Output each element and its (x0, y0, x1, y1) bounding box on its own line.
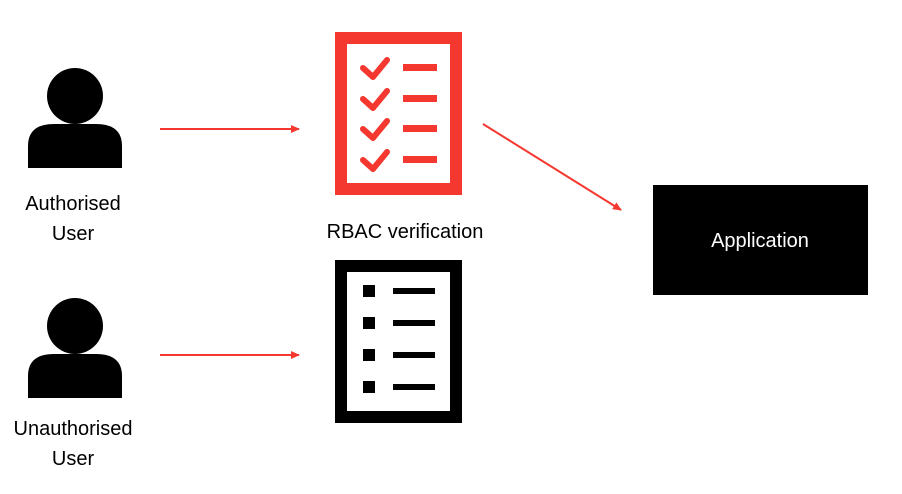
rbac-checklist-icon (335, 32, 462, 195)
pending-checklist-icon (335, 260, 462, 423)
authorised-user-label-line2: User (52, 223, 95, 245)
unauthorised-user-label-line1: Unauthorised (14, 418, 133, 440)
unauthorised-user-icon (28, 298, 122, 398)
unauthorised-user-label-line2: User (52, 448, 95, 470)
arrow-rbac-to-application (482, 123, 622, 211)
application-box (653, 185, 868, 295)
authorised-user-icon (28, 68, 122, 168)
application-label: Application (711, 230, 809, 252)
authorised-user-label-line1: Authorised (25, 193, 121, 215)
rbac-label: RBAC verification (327, 221, 484, 243)
